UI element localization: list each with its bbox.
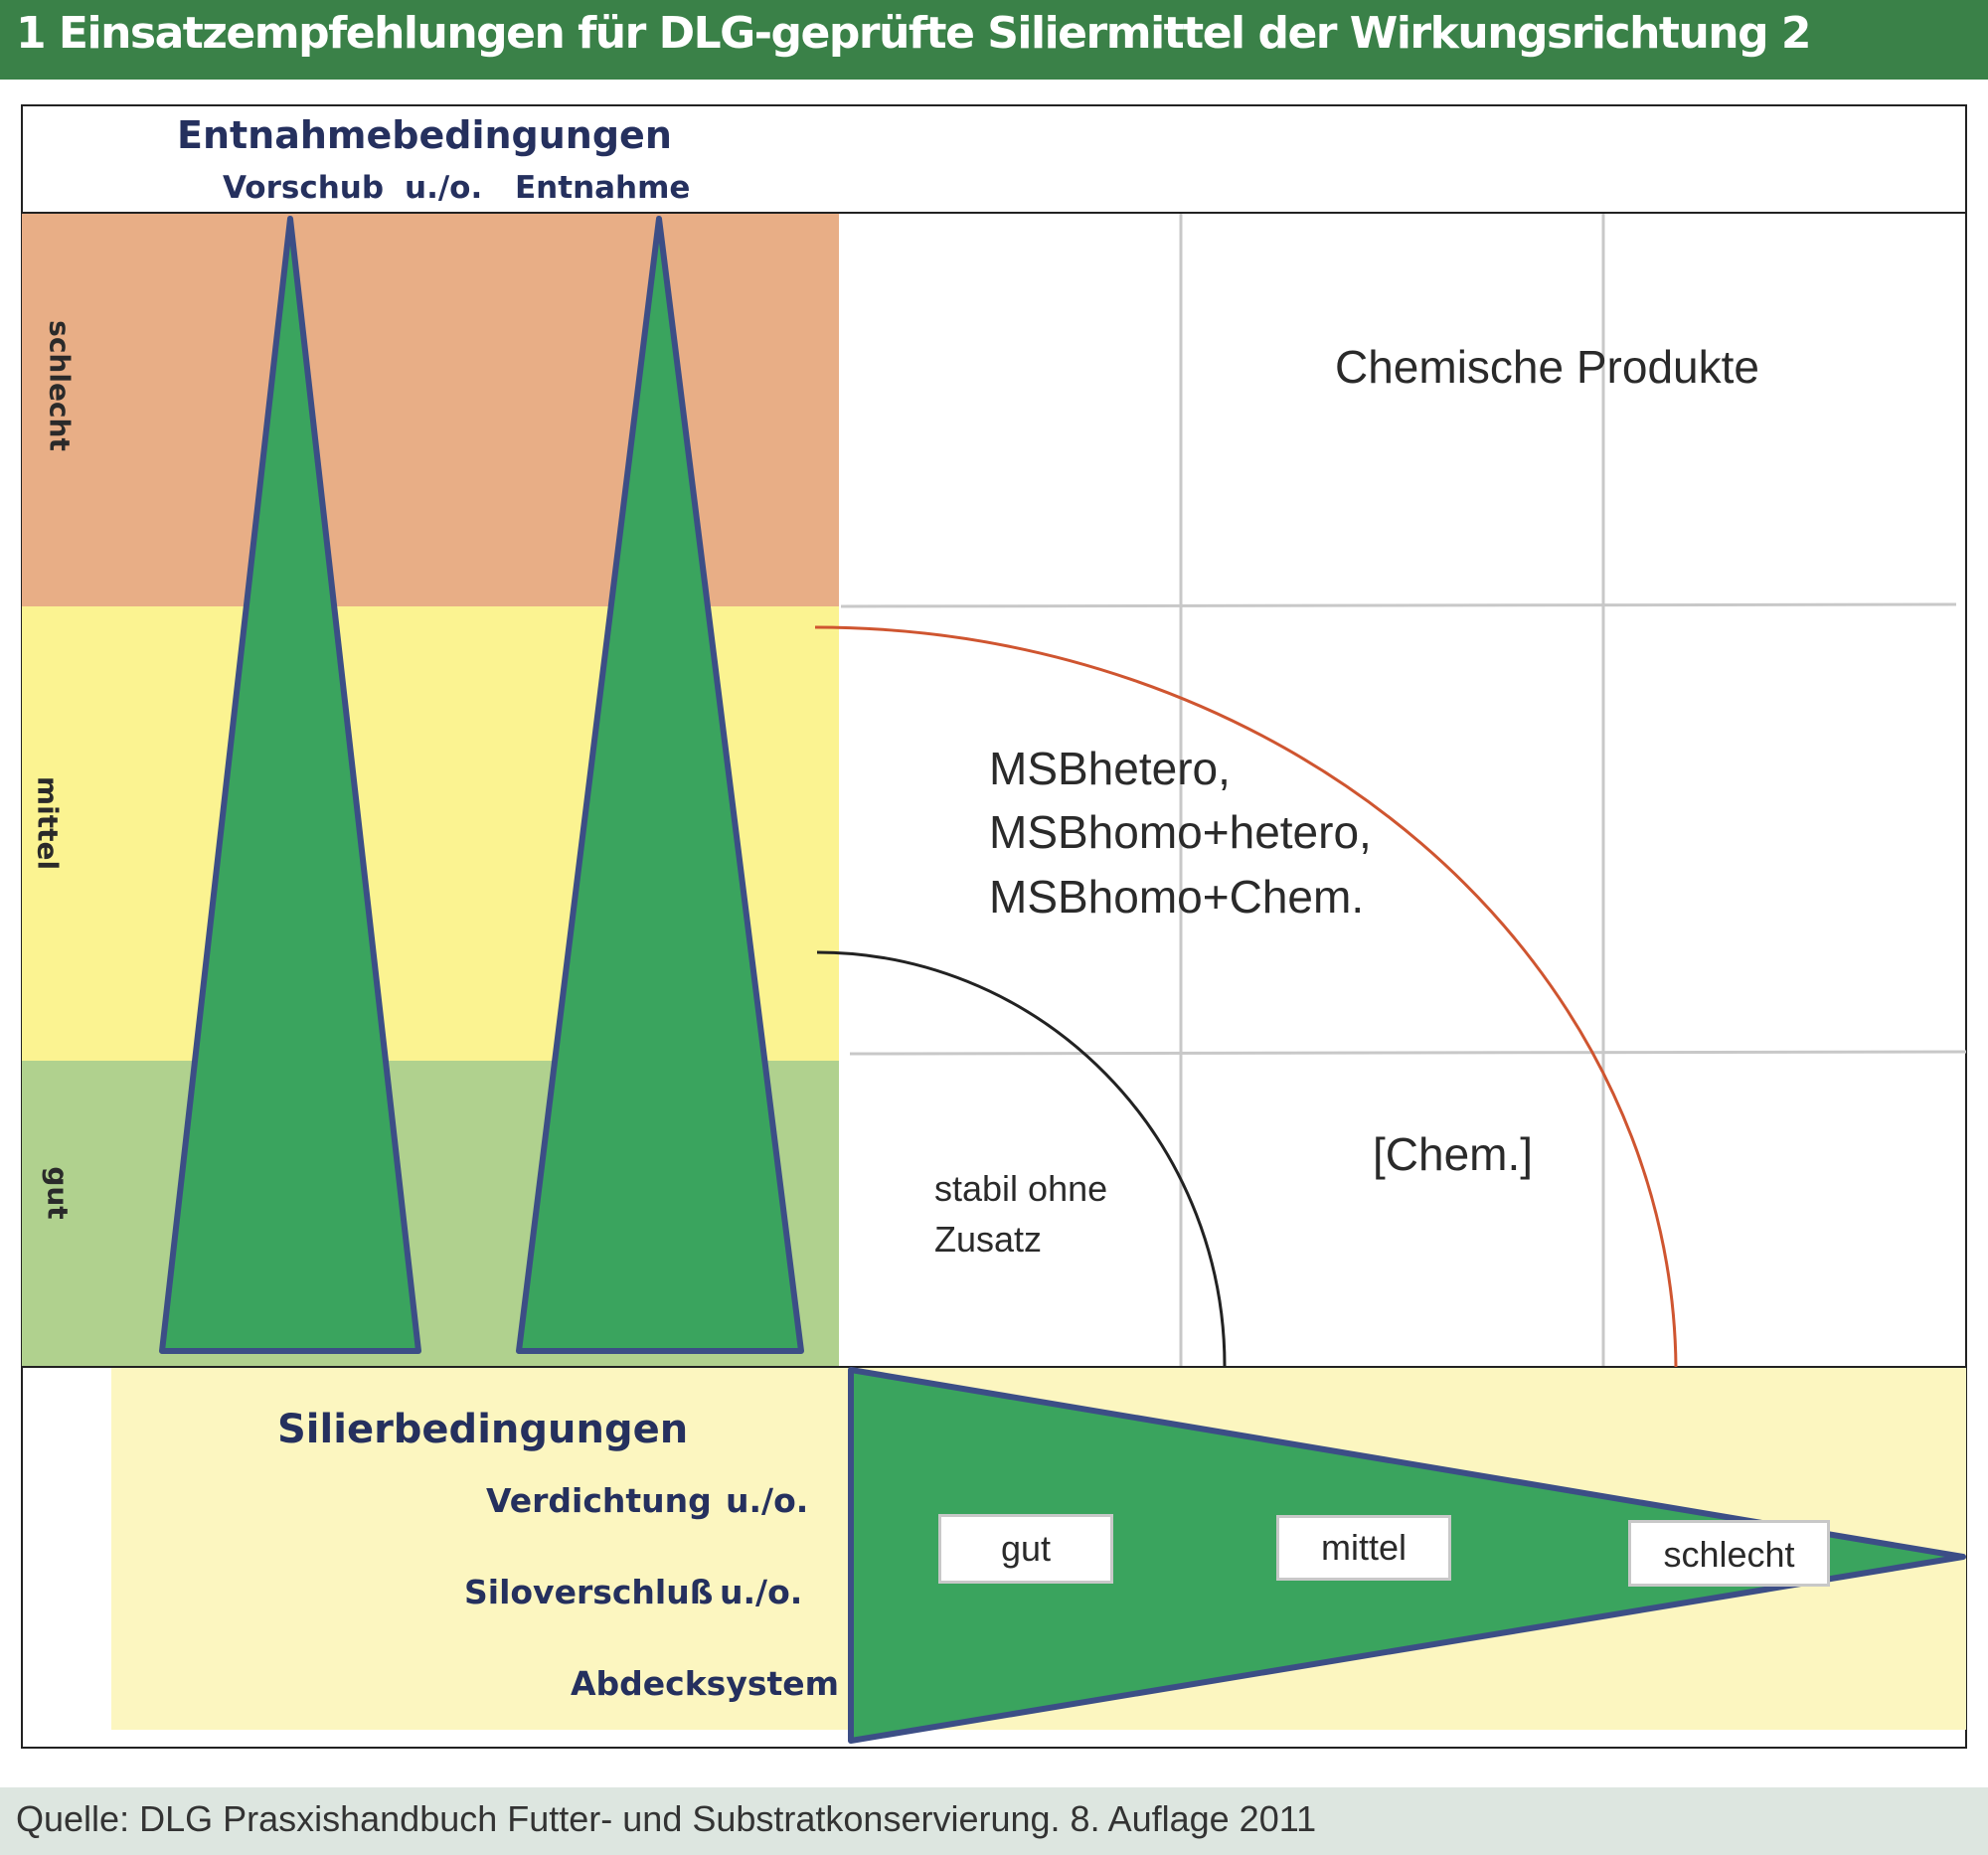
entnahme-sub-entnahme: Entnahme xyxy=(515,170,691,206)
label-msb-line2: MSBhomo+hetero, xyxy=(989,806,1372,858)
silier-scale-gut: gut xyxy=(938,1514,1113,1584)
title-bar xyxy=(0,0,1988,80)
grid-lines xyxy=(840,214,1967,1367)
silier-line1-uo: u./o. xyxy=(726,1481,809,1520)
black-boundary-curve xyxy=(816,950,1227,1368)
label-msb-line3: MSBhomo+Chem. xyxy=(989,871,1365,923)
silier-scale-mittel: mittel xyxy=(1276,1515,1451,1581)
label-msb-line1: MSBhetero, xyxy=(989,743,1231,794)
band-schlecht xyxy=(22,214,839,606)
silier-line-siloverschluss: Siloverschluß xyxy=(464,1573,714,1611)
entnahme-sub-vorschub: Vorschub xyxy=(223,170,385,206)
silier-heading: Silierbedingungen xyxy=(277,1407,689,1452)
level-label-gut: gut xyxy=(41,1166,75,1220)
label-chem-bracket: [Chem.] xyxy=(1373,1128,1534,1180)
footer-bar xyxy=(0,1787,1988,1855)
triangle-vorschub xyxy=(159,216,421,1354)
label-stabil-line1: stabil ohne xyxy=(934,1168,1108,1209)
silier-line-verdichtung: Verdichtung xyxy=(486,1481,712,1520)
level-label-mittel: mittel xyxy=(31,775,65,871)
level-label-schlecht: schlecht xyxy=(43,320,77,451)
silier-scale-schlecht: schlecht xyxy=(1628,1520,1830,1587)
red-boundary-curve xyxy=(814,625,1678,1368)
source-note: Quelle: DLG Prasxishandbuch Futter- und … xyxy=(16,1798,1317,1839)
entnahme-sub-uo: u./o. xyxy=(405,170,483,206)
entnahme-heading: Entnahmebedingungen xyxy=(177,113,672,157)
figure-title: 1 Einsatzempfehlungen für DLG-geprüfte S… xyxy=(16,8,1812,59)
silier-line-abdecksystem: Abdecksystem xyxy=(571,1664,840,1703)
label-stabil-line2: Zusatz xyxy=(934,1219,1043,1260)
silier-line2-uo: u./o. xyxy=(720,1573,803,1611)
label-chemische-produkte: Chemische Produkte xyxy=(1335,341,1759,393)
triangle-entnahme xyxy=(516,216,804,1354)
